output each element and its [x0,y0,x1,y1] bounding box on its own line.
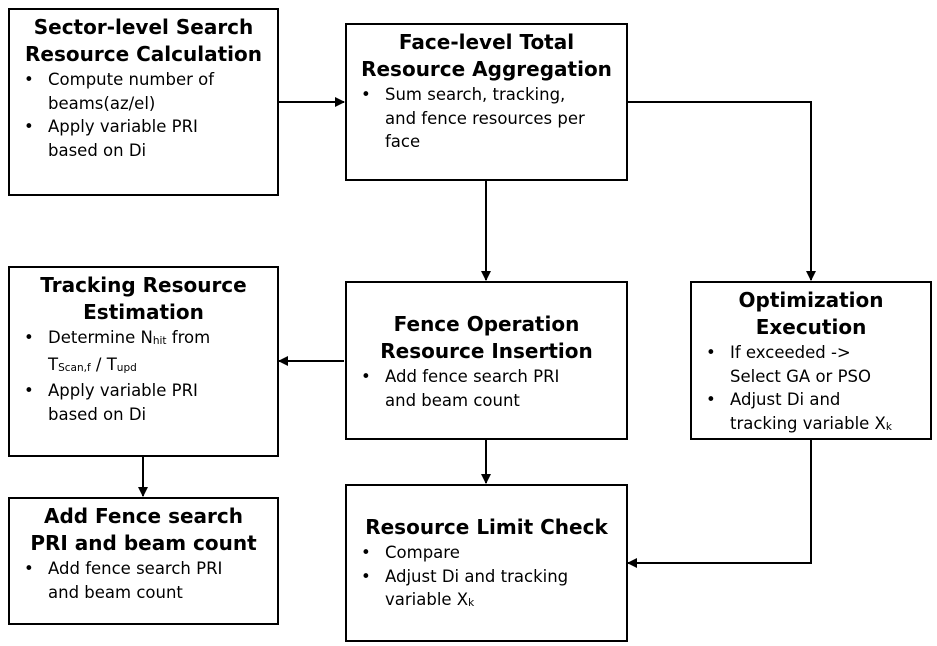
arrow-optimization-to-limit-check [627,439,812,568]
bullet-item: Adjust Di and tracking variable Xk [347,565,626,615]
limit-check-bullets: Compare Adjust Di and tracking variable … [347,541,626,615]
bullet-item: Add fence search PRI and beam count [10,557,277,604]
sector-search-title: Sector-level Search Resource Calculation [25,15,262,66]
bullet-item: Adjust Di and tracking variable Xk [692,388,930,438]
tracking-box: Tracking Resource Estimation Determine N… [8,266,279,457]
limit-check-box: Resource Limit Check Compare Adjust Di a… [345,484,628,642]
bullet-item: Determine Nhit from TScan,f / Tupd [10,326,277,379]
bullet-item: Add fence search PRI and beam count [347,365,626,412]
bullet-item: Compare [347,541,626,565]
sector-search-box: Sector-level Search Resource Calculation… [8,8,279,196]
optimization-box: Optimization Execution If exceeded -> Se… [690,281,932,440]
face-total-title: Face-level Total Resource Aggregation [361,30,612,81]
fence-insertion-bullets: Add fence search PRI and beam count [347,365,626,412]
optimization-bullets: If exceeded -> Select GA or PSO Adjust D… [692,341,930,438]
bullet-item: Sum search, tracking, and fence resource… [347,83,626,154]
limit-check-title: Resource Limit Check [365,515,608,539]
add-fence-bullets: Add fence search PRI and beam count [10,557,277,604]
tracking-bullets: Determine Nhit from TScan,f / Tupd Apply… [10,326,277,426]
bullet-item: If exceeded -> Select GA or PSO [692,341,930,388]
fence-insertion-title: Fence Operation Resource Insertion [380,312,593,363]
fence-insertion-box: Fence Operation Resource Insertion Add f… [345,281,628,440]
bullet-item: Apply variable PRI based on Di [10,379,277,426]
arrow-face-to-optimization [627,101,816,281]
add-fence-box: Add Fence search PRI and beam count Add … [8,497,279,625]
add-fence-title: Add Fence search PRI and beam count [30,504,257,555]
face-total-bullets: Sum search, tracking, and fence resource… [347,83,626,154]
sector-search-bullets: Compute number of beams(az/el) Apply var… [10,68,277,162]
bullet-item: Compute number of beams(az/el) [10,68,277,115]
tracking-title: Tracking Resource Estimation [40,273,247,324]
face-total-box: Face-level Total Resource Aggregation Su… [345,23,628,181]
optimization-title: Optimization Execution [738,288,884,339]
bullet-item: Apply variable PRI based on Di [10,115,277,162]
